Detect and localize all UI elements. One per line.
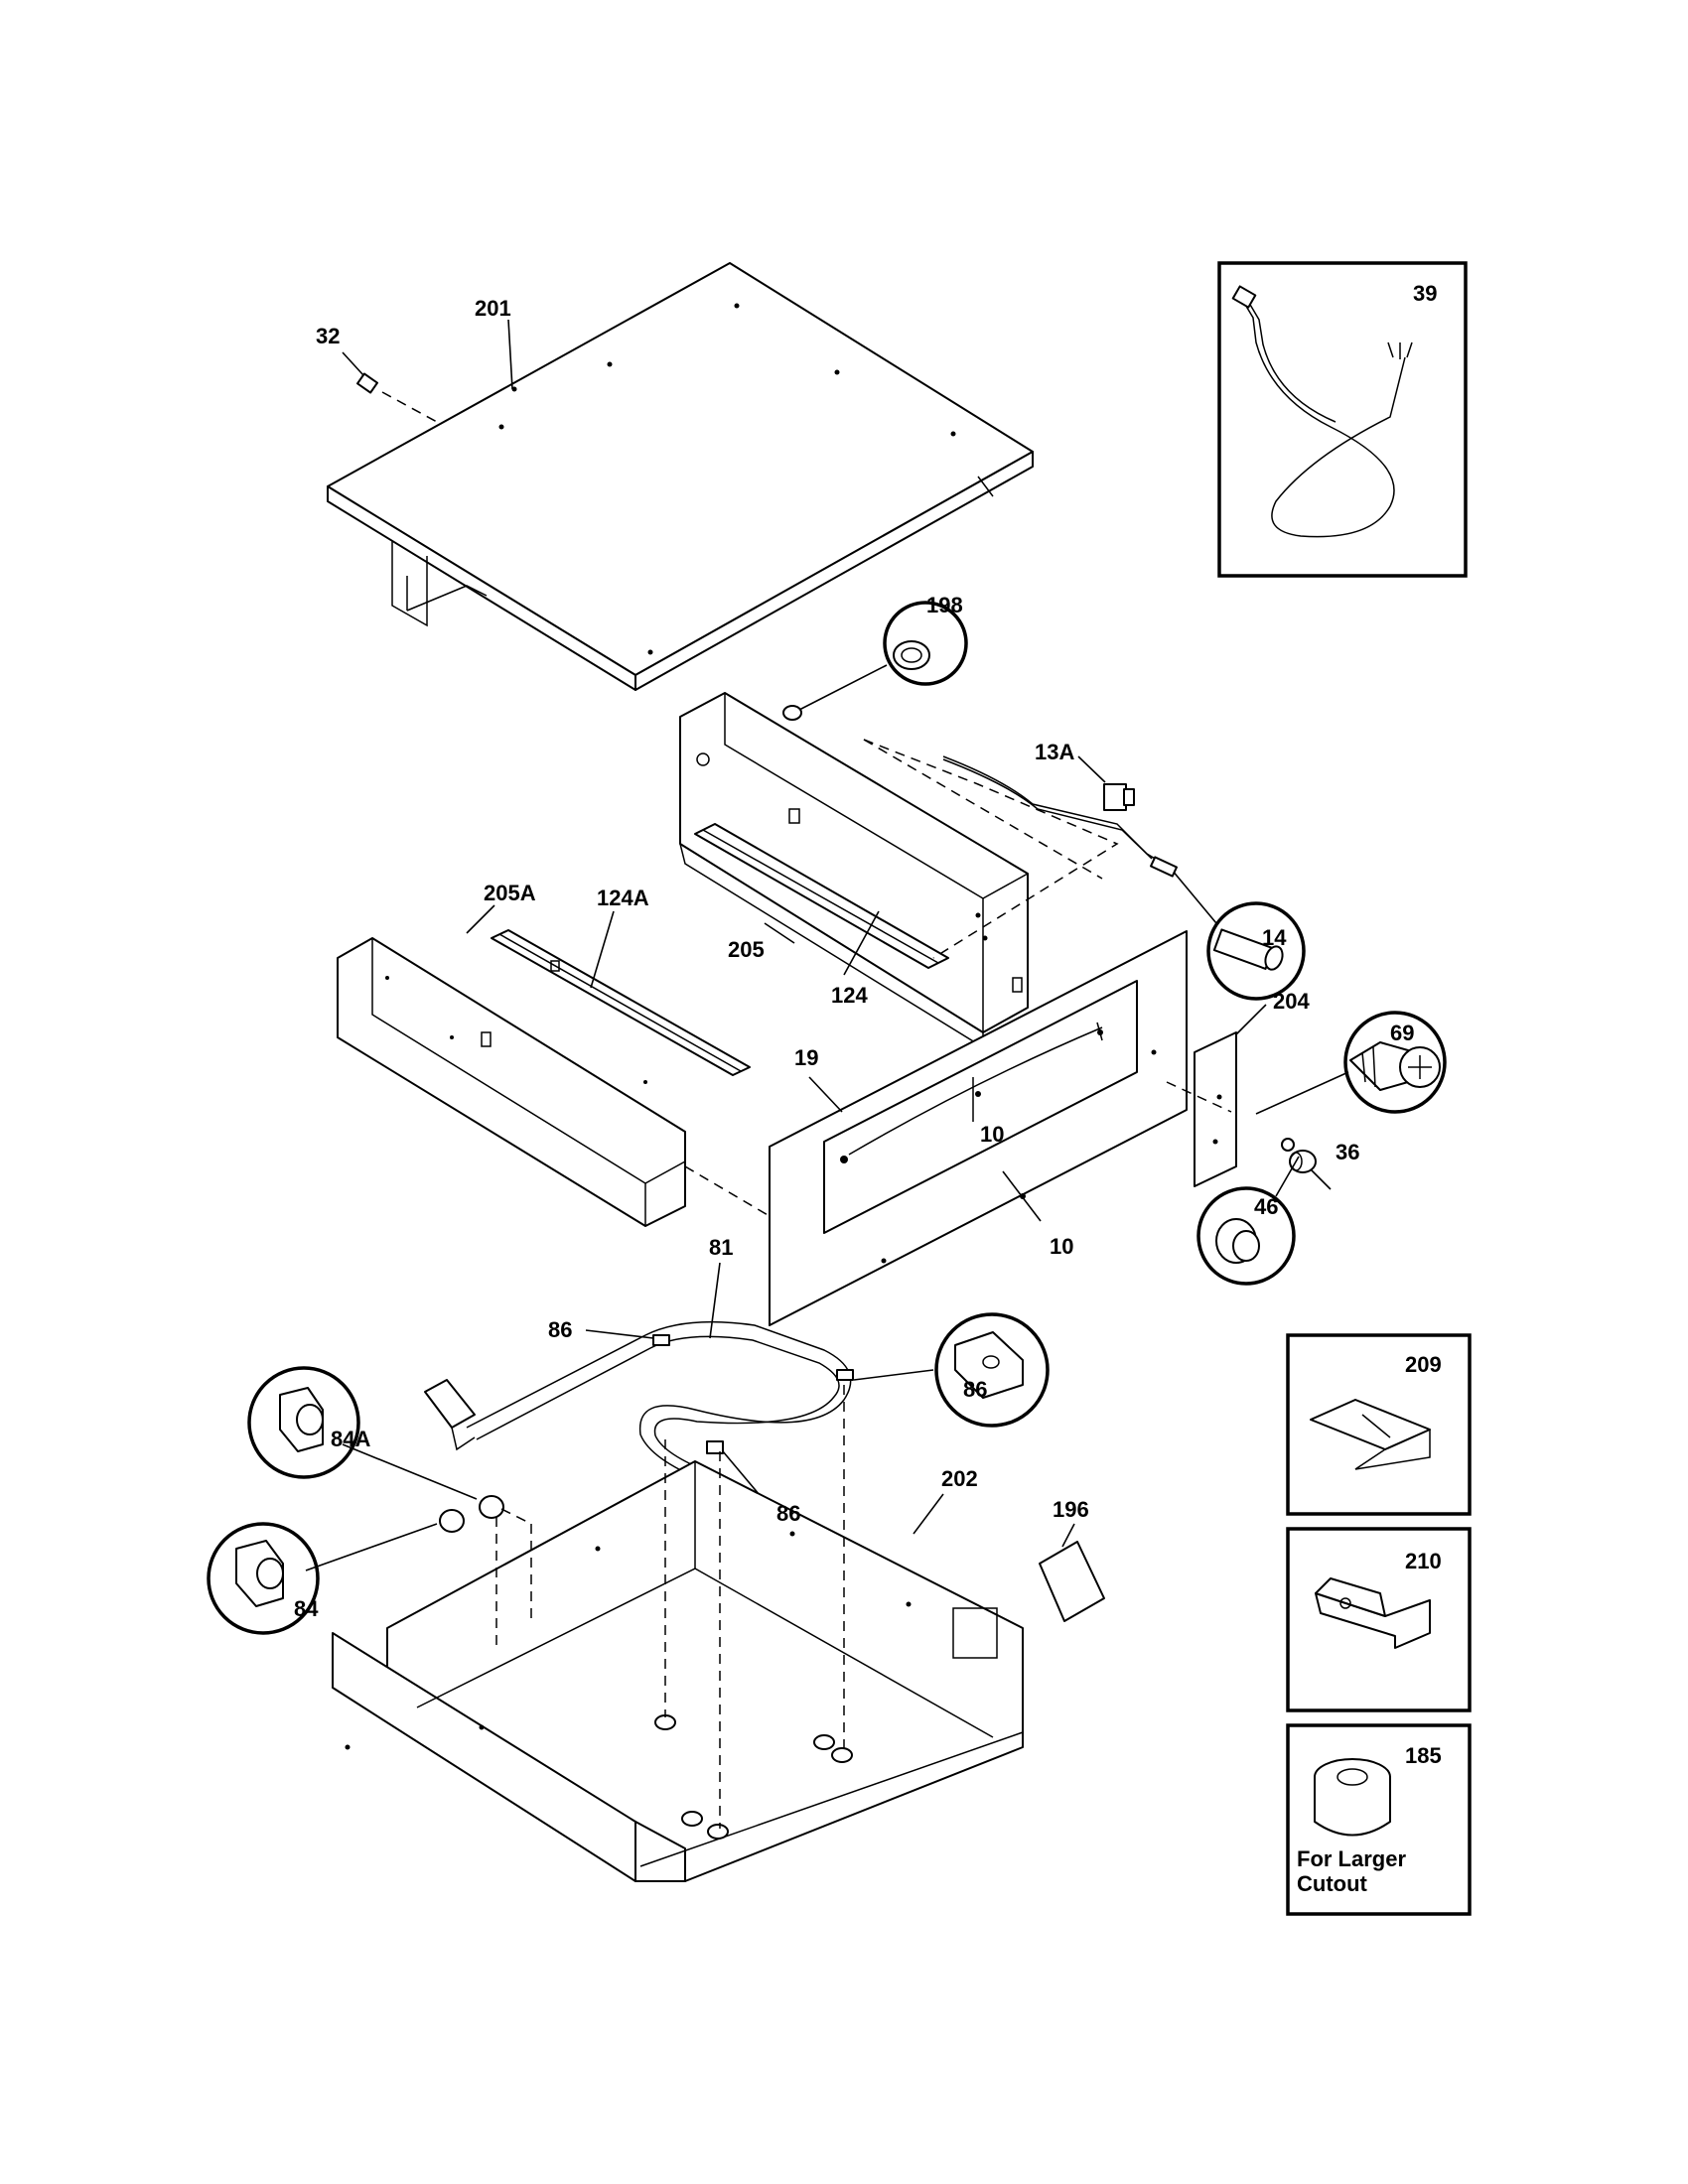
part-32-screw [356,372,438,423]
label-46: 46 [1254,1194,1278,1219]
label-202: 202 [941,1466,978,1491]
part-209-bracket-box [1286,1333,1472,1516]
label-14: 14 [1262,925,1287,950]
label-cutout-line2: Cutout [1297,1871,1368,1896]
part-210-bracket-box [1286,1527,1472,1712]
label-205a: 205A [484,881,536,905]
part-196-cover-plate [1039,1541,1105,1622]
part-205a-side-bracket [337,937,686,1227]
part-84-limit-callout [207,1522,320,1635]
part-205-rear-bracket [679,692,1029,1049]
label-86-left: 86 [548,1317,572,1342]
part-84a-limit-callout [247,1366,360,1479]
label-124a: 124A [597,886,649,910]
part-198-grommet-callout [782,601,968,721]
label-209: 209 [1405,1352,1442,1377]
label-204: 204 [1273,989,1310,1014]
part-86-clip-callout [934,1312,1050,1428]
part-124a-slide-rail [491,929,751,1076]
part-86-clip-a [652,1334,670,1346]
part-13a-switch [863,739,1173,959]
part-124-slide-rail [694,823,949,969]
part-201-top-panel [327,262,1034,691]
label-36: 36 [1336,1140,1359,1164]
label-196: 196 [1053,1497,1089,1522]
label-84: 84 [294,1596,319,1621]
part-84-limit [439,1509,465,1533]
part-69-screw-callout [1255,1011,1447,1115]
part-labels: 201 32 39 198 13A 14 205A 124A 205 124 2… [294,281,1442,1896]
label-198: 198 [926,593,963,617]
part-86-clip-c [706,1440,724,1454]
part-36-knob [1289,1150,1317,1173]
part-39-power-cord-box [1217,261,1468,578]
part-46-light-callout [1196,1138,1300,1286]
label-205: 205 [728,937,765,962]
label-86-center: 86 [776,1501,800,1526]
label-19: 19 [794,1045,818,1070]
part-86-clip-b [836,1369,854,1381]
label-10-lower: 10 [1050,1234,1073,1259]
part-84a-limit [479,1495,504,1519]
part-204-side-plate [1166,1031,1237,1187]
label-69: 69 [1390,1021,1414,1045]
part-19-front-frame [769,930,1188,1326]
label-185: 185 [1405,1743,1442,1768]
part-14-thermostat-callout [1150,856,1306,1001]
part-202-drawer-body [332,1385,1024,1882]
part-81-heating-element [424,1320,852,1490]
label-124: 124 [831,983,868,1008]
part-185-spacer-box [1286,1723,1472,1916]
label-10-upper: 10 [980,1122,1004,1147]
label-86-callout: 86 [963,1377,987,1402]
label-cutout-line1: For Larger [1297,1846,1406,1871]
label-81: 81 [709,1235,733,1260]
label-39: 39 [1413,281,1437,306]
label-13a: 13A [1035,740,1074,764]
label-201: 201 [475,296,511,321]
label-210: 210 [1405,1549,1442,1573]
label-84a: 84A [331,1427,370,1451]
label-32: 32 [316,324,340,348]
